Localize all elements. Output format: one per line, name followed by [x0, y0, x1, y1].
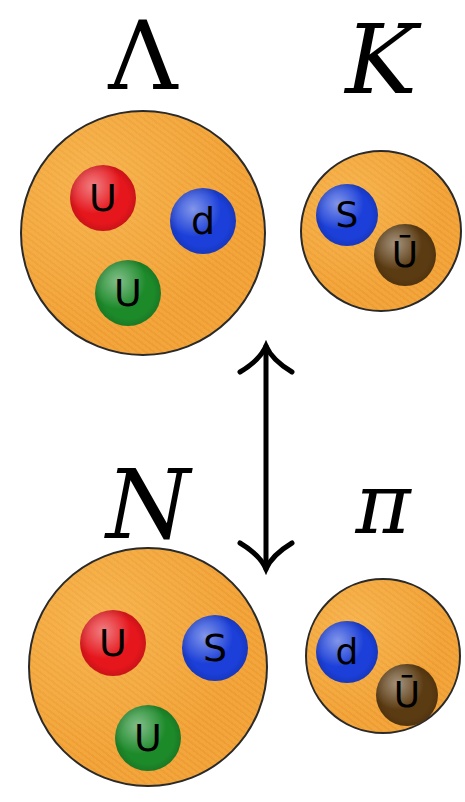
- quark-ball: d: [170, 188, 236, 254]
- quark-letter: U: [89, 179, 117, 217]
- quark-letter: Ū: [394, 677, 420, 713]
- quark-ball: S: [182, 615, 248, 681]
- quark-ball: S: [316, 184, 378, 246]
- hadron-circle: NUSU: [28, 547, 268, 787]
- quark-ball: U: [95, 260, 161, 326]
- quark-letter: S: [203, 629, 227, 667]
- quark-letter: d: [336, 634, 359, 670]
- quark-ball: d: [316, 621, 378, 683]
- quark-ball: Ū: [376, 664, 438, 726]
- quark-ball: U: [115, 705, 181, 771]
- hadron-circle: πdŪ: [305, 578, 461, 734]
- hadron-label: K: [262, 12, 465, 108]
- hadron-circle: KSŪ: [300, 150, 462, 312]
- quark-letter: U: [114, 274, 142, 312]
- quark-letter: U: [134, 719, 162, 757]
- hadron-label: Λ: [0, 8, 304, 104]
- quark-letter: S: [336, 197, 359, 233]
- quark-ball: U: [80, 610, 146, 676]
- double-arrow: [240, 346, 292, 569]
- hadron-label: N: [0, 457, 306, 553]
- quark-letter: U: [99, 624, 127, 662]
- quark-ball: Ū: [374, 224, 436, 286]
- quark-letter: Ū: [392, 237, 418, 273]
- hadron-circle: ΛUdU: [20, 110, 266, 356]
- quark-letter: d: [191, 202, 215, 240]
- hadron-label: π: [267, 462, 465, 546]
- quark-ball: U: [70, 165, 136, 231]
